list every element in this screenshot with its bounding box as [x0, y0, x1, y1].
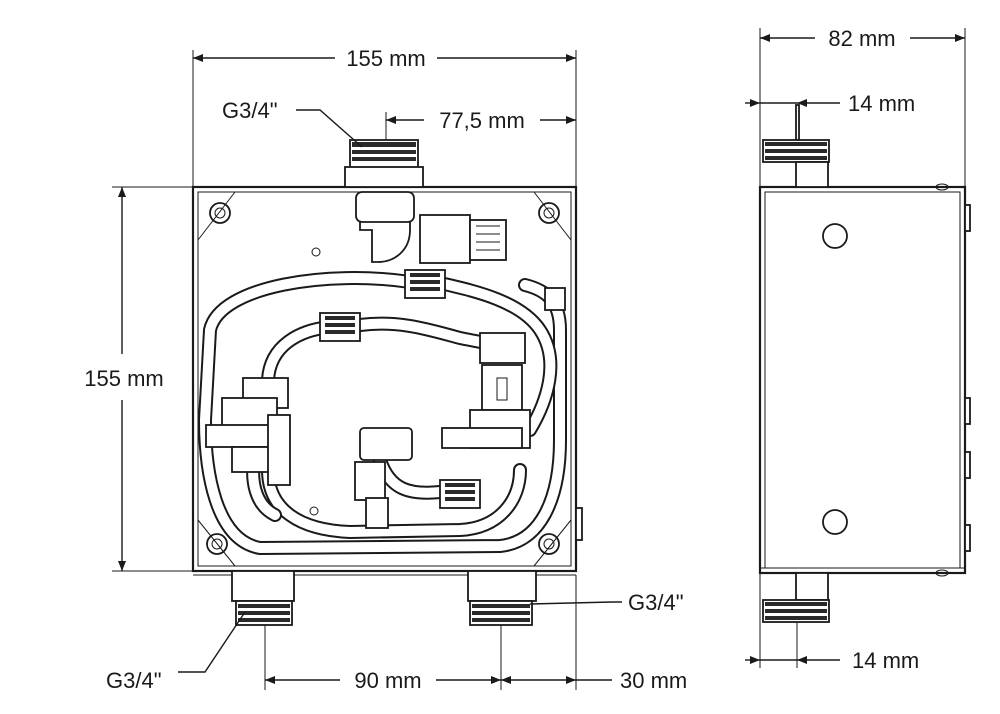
front-dimensions: 155 mm 77,5 mm G3/4" 155 mm 90 mm 30 mm …	[84, 46, 687, 693]
bottom-left-outlet	[231, 570, 295, 626]
side-top-pipe	[762, 104, 830, 188]
side-dimensions: 82 mm 14 mm 14 mm	[745, 26, 966, 673]
thread-top-label: G3/4"	[222, 98, 278, 123]
thread-bottom-right-label: G3/4"	[628, 590, 684, 615]
front-height-label: 155 mm	[84, 366, 163, 391]
side-housing	[758, 185, 967, 575]
bottom-spacing-label: 90 mm	[354, 668, 421, 693]
left-valve	[205, 377, 291, 486]
pipe-clamps	[319, 269, 566, 509]
bottom-right-outlet	[467, 570, 537, 626]
bottom-right-offset-label: 30 mm	[620, 668, 687, 693]
mounting-hole-bottom-right	[538, 533, 560, 555]
thread-bottom-left-label: G3/4"	[106, 668, 162, 693]
top-offset-label: 77,5 mm	[439, 108, 525, 133]
side-top-pipe-label: 14 mm	[848, 91, 915, 116]
front-width-label: 155 mm	[346, 46, 425, 71]
side-bottom-pipe	[762, 572, 830, 623]
top-inlet-connector	[344, 139, 507, 264]
center-valve	[354, 427, 413, 529]
side-depth-label: 82 mm	[828, 26, 895, 51]
right-valve	[441, 332, 531, 449]
side-view	[758, 104, 971, 623]
front-view	[191, 139, 583, 626]
side-bottom-pipe-label: 14 mm	[852, 648, 919, 673]
